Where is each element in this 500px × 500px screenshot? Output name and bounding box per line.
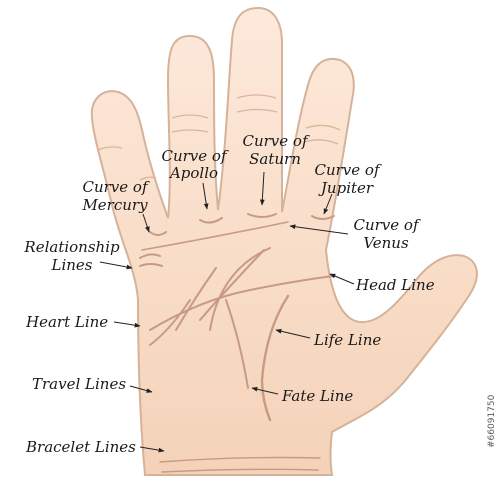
arrow-relationship <box>99 261 133 270</box>
palm-lines <box>139 213 335 473</box>
label-curve-of-mercury-line1: Curve of <box>82 178 149 196</box>
labels: Curve of Mercury Curve of Apollo Curve o… <box>23 132 434 456</box>
arrow-fate <box>251 386 279 395</box>
label-fate-line: Fate Line <box>281 387 353 405</box>
finger-creases <box>97 94 341 181</box>
label-life-line: Life Line <box>313 331 381 349</box>
label-curve-of-saturn-line2: Saturn <box>249 150 301 168</box>
arrow-saturn <box>259 171 265 206</box>
label-curve-of-mercury-line2: Mercury <box>81 196 148 214</box>
label-travel-lines: Travel Lines <box>32 375 126 393</box>
arrow-apollo <box>202 182 209 210</box>
label-curve-of-apollo-line1: Curve of <box>161 147 228 165</box>
arrow-jupiter <box>323 193 333 215</box>
stock-id-watermark: #66091750 <box>487 394 497 448</box>
label-heart-line: Heart Line <box>25 313 108 331</box>
label-relationship-lines-line2: Lines <box>51 256 93 274</box>
label-bracelet-lines: Bracelet Lines <box>25 438 136 456</box>
label-curve-of-jupiter-line1: Curve of <box>314 161 381 179</box>
arrow-venus <box>289 224 349 235</box>
label-curve-of-venus-line2: Venus <box>363 234 409 252</box>
label-curve-of-apollo-line2: Apollo <box>168 164 218 182</box>
label-head-line: Head Line <box>355 276 435 294</box>
arrow-heart <box>113 321 141 328</box>
arrow-bracelet <box>139 446 165 453</box>
hand-silhouette <box>90 6 478 476</box>
label-curve-of-venus-line1: Curve of <box>353 216 420 234</box>
arrow-head <box>329 273 355 285</box>
label-relationship-lines-line1: Relationship <box>23 238 120 256</box>
arrow-travel <box>129 385 153 393</box>
label-curve-of-jupiter-line2: Jupiter <box>318 179 374 197</box>
label-curve-of-saturn-line1: Curve of <box>242 132 309 150</box>
arrow-life <box>275 328 311 339</box>
arrow-mercury <box>142 213 150 233</box>
leader-lines <box>99 171 355 453</box>
